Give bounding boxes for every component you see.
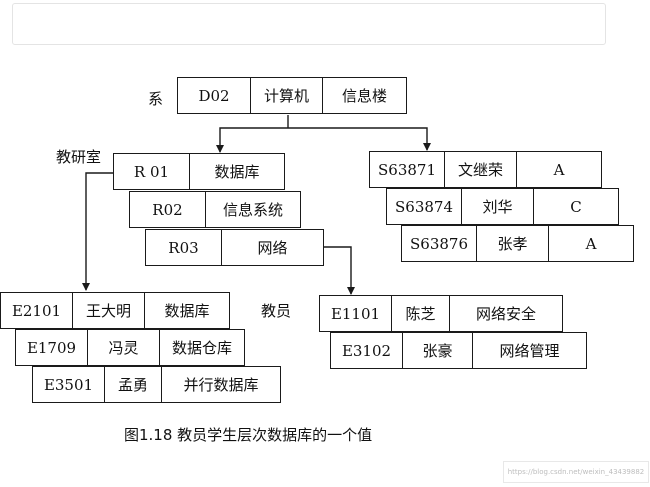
student-record: S63876 张孝 A xyxy=(401,225,634,262)
dept-name-cell: 计算机 xyxy=(251,78,323,113)
student-id-cell: S63874 xyxy=(387,189,462,224)
student-id-cell: S63876 xyxy=(402,226,477,261)
teacher-name-cell: 孟勇 xyxy=(105,367,162,402)
student-name-cell: 张孝 xyxy=(477,226,549,261)
teacher-id-cell: E1709 xyxy=(16,330,88,365)
label-teacher: 教员 xyxy=(261,302,292,320)
link-office-r03-to-teachers xyxy=(322,246,355,295)
office-record: R 01 数据库 xyxy=(113,153,285,190)
office-name-cell: 网络 xyxy=(257,239,288,257)
label-office: 教研室 xyxy=(56,148,102,166)
teacher-course-cell: 数据仓库 xyxy=(171,339,232,357)
dept-record: D02 计算机 信息楼 xyxy=(177,77,407,114)
student-grade-cell: C xyxy=(570,197,582,216)
student-id-cell: S63871 xyxy=(370,152,445,187)
link-dept-to-office xyxy=(216,127,288,153)
teacher-course-cell: 数据库 xyxy=(164,302,210,320)
teacher-id-cell: E2101 xyxy=(1,293,73,328)
teacher-record: E1101 陈芝 网络安全 xyxy=(319,295,563,332)
office-id-cell: R02 xyxy=(130,192,206,227)
top-input-bar xyxy=(12,3,606,45)
office-id-cell: R 01 xyxy=(114,154,190,189)
dept-building-cell: 信息楼 xyxy=(341,87,387,105)
teacher-name-cell: 王大明 xyxy=(73,293,145,328)
teacher-id-cell: E3102 xyxy=(331,333,403,368)
office-id-cell: R03 xyxy=(146,230,222,265)
teacher-name-cell: 冯灵 xyxy=(88,330,160,365)
label-dept: 系 xyxy=(148,90,164,108)
teacher-name-cell: 陈芝 xyxy=(392,296,450,331)
teacher-course-cell: 并行数据库 xyxy=(183,376,259,394)
teacher-record: E1709 冯灵 数据仓库 xyxy=(15,329,245,366)
student-grade-cell: A xyxy=(585,234,597,253)
student-record: S63874 刘华 C xyxy=(386,188,619,225)
teacher-record: E2101 王大明 数据库 xyxy=(0,292,230,329)
teacher-name-cell: 张豪 xyxy=(403,333,473,368)
figure-caption: 图1.18 教员学生层次数据库的一个值 xyxy=(124,426,373,444)
student-record: S63871 文继荣 A xyxy=(369,151,602,188)
office-record: R03 网络 xyxy=(145,229,324,266)
teacher-course-cell: 网络管理 xyxy=(499,342,560,360)
student-name-cell: 刘华 xyxy=(462,189,534,224)
watermark: https://blog.csdn.net/weixin_43439882 xyxy=(503,461,649,483)
teacher-course-cell: 网络安全 xyxy=(475,305,536,323)
teacher-id-cell: E3501 xyxy=(33,367,105,402)
teacher-record: E3102 张豪 网络管理 xyxy=(330,332,587,369)
teacher-record: E3501 孟勇 并行数据库 xyxy=(32,366,281,403)
student-name-cell: 文继荣 xyxy=(445,152,517,187)
office-name-cell: 数据库 xyxy=(214,163,260,181)
office-name-cell: 信息系统 xyxy=(222,201,283,219)
dept-id-cell: D02 xyxy=(178,78,251,113)
student-grade-cell: A xyxy=(553,160,565,179)
link-dept-to-students xyxy=(288,127,431,151)
teacher-id-cell: E1101 xyxy=(320,296,392,331)
office-record: R02 信息系统 xyxy=(129,191,301,228)
link-office-r01-to-teachers xyxy=(82,172,113,291)
